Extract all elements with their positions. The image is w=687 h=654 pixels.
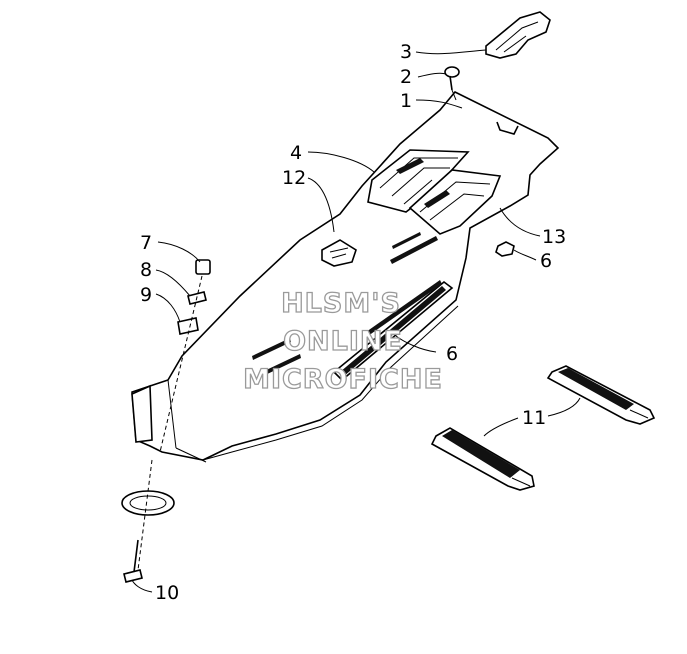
watermark-line-2: ONLINE — [283, 326, 403, 357]
callout-1: 1 — [400, 90, 412, 112]
screw-part — [123, 459, 153, 583]
long-slot — [332, 280, 454, 382]
callout-2: 2 — [400, 66, 412, 88]
plate-embossing — [252, 232, 438, 376]
callout-6-right: 6 — [540, 250, 552, 272]
callout-3: 3 — [400, 41, 412, 63]
leader-lines — [131, 49, 581, 593]
callout-6-slot: 6 — [446, 343, 458, 365]
callout-labels: 3 2 1 4 12 13 6 6 7 8 9 10 11 — [140, 41, 566, 604]
callout-12: 12 — [282, 167, 306, 189]
watermark-line-3: MICROFICHE — [243, 364, 443, 395]
vent-opening-lower — [408, 169, 502, 235]
watermark: HLSM'S ONLINE MICROFICHE — [242, 287, 443, 395]
callout-10: 10 — [155, 582, 179, 604]
skid-plate — [131, 91, 560, 463]
callout-11: 11 — [522, 407, 546, 429]
hardware-stack — [159, 259, 211, 453]
traction-strip-upper — [546, 365, 656, 425]
callout-9: 9 — [140, 284, 152, 306]
callout-4: 4 — [290, 142, 302, 164]
washer-part — [121, 490, 175, 516]
watermark-line-1: HLSM'S — [281, 288, 401, 319]
emblem-part — [321, 239, 357, 267]
callout-13: 13 — [542, 226, 566, 248]
vent-opening-upper — [367, 149, 470, 213]
traction-strip-lower — [430, 427, 535, 491]
bracket-part — [485, 11, 551, 59]
callout-8: 8 — [140, 259, 152, 281]
nut-part-right — [495, 241, 515, 257]
callout-7: 7 — [140, 232, 152, 254]
bolt-part — [444, 66, 460, 101]
